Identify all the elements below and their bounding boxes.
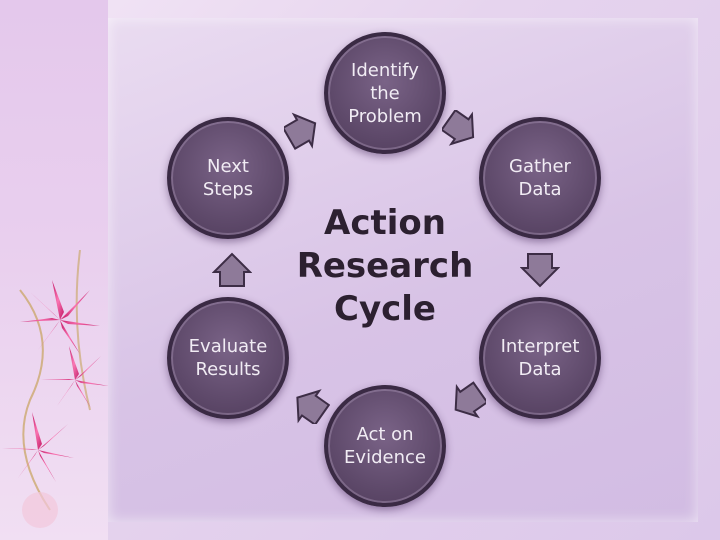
flower-decoration-icon	[2, 250, 109, 528]
left-decorative-strip	[0, 0, 108, 540]
node-next-steps: Next Steps	[167, 117, 289, 239]
arrow-act-to-evaluate-icon	[296, 389, 330, 424]
node-gather-data: Gather Data	[479, 117, 601, 239]
arrow-gather-to-interpret-icon	[520, 253, 560, 288]
arrow-interpret-to-act-icon	[454, 381, 486, 419]
node-act-on-evidence: Act on Evidence	[324, 385, 446, 507]
node-interpret-data: Interpret Data	[479, 297, 601, 419]
diagram-title: Action Research Cycle	[290, 202, 480, 331]
arrow-identify-to-gather-icon	[442, 110, 475, 146]
node-identify-problem: Identify the Problem	[324, 32, 446, 154]
arrow-next-to-identify-icon	[284, 112, 317, 151]
arrow-evaluate-to-next-icon	[212, 252, 252, 287]
title-line-2: Research	[296, 246, 474, 286]
title-line-1: Action	[324, 203, 446, 243]
node-evaluate-results: Evaluate Results	[167, 297, 289, 419]
title-line-3: Cycle	[334, 289, 436, 329]
